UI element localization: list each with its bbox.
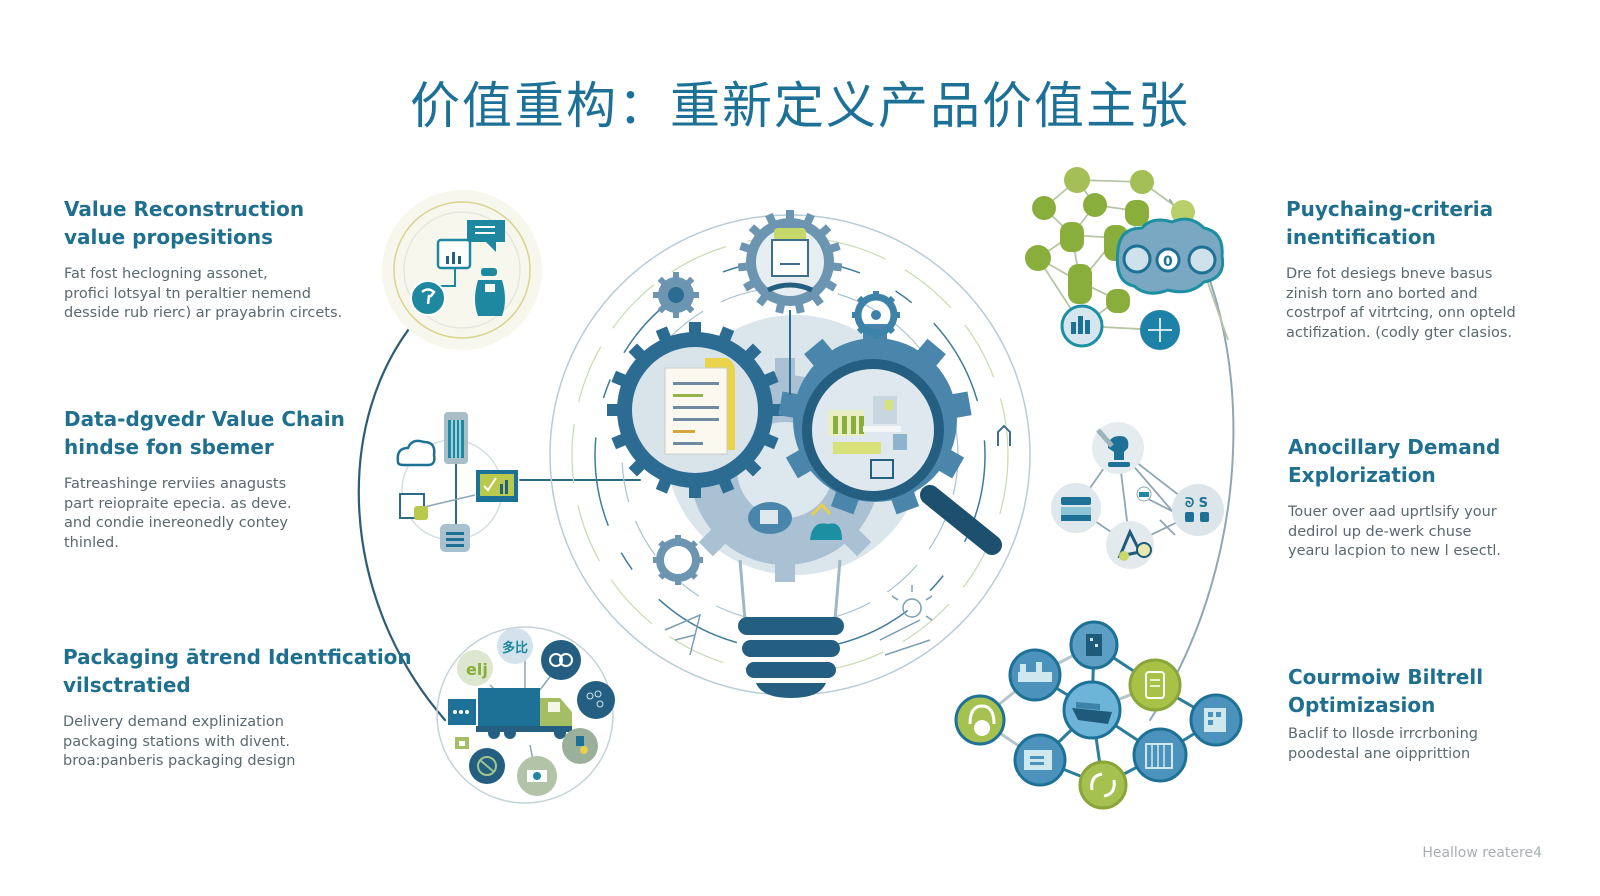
small-gear-icon <box>653 272 699 318</box>
top-gear-icon <box>737 210 843 314</box>
cost-optimization-network-icon <box>954 620 1243 810</box>
svg-text:多比: 多比 <box>502 640 528 656</box>
ship-icon <box>1062 680 1122 740</box>
packaging-cluster-icon: elj 多比 <box>436 626 615 804</box>
basket-icon: ᘐ S <box>1172 484 1224 536</box>
document-gear-icon <box>607 322 783 498</box>
delivery-truck-icon <box>448 688 572 739</box>
small-gear-icon <box>852 291 900 339</box>
network-badge-icon: 多比 <box>497 628 533 664</box>
cloud-icon <box>748 502 842 540</box>
lamp-icon <box>1092 422 1144 474</box>
chart-monitor-icon <box>476 470 518 502</box>
office-building-icon <box>1189 693 1243 747</box>
small-gear-icon <box>653 535 703 585</box>
city-icon <box>1132 727 1188 783</box>
phone-icon <box>410 280 446 316</box>
ancillary-demand-cluster-icon: ᘐ S <box>1051 422 1224 569</box>
footer-caption: Heallow reatere4 <box>1422 845 1542 861</box>
chat-bubble-icon <box>467 220 505 252</box>
value-cluster-icon <box>382 190 542 350</box>
glasses-icon <box>1106 521 1154 569</box>
data-chain-cluster-icon <box>396 412 518 552</box>
globe-icon <box>469 748 505 784</box>
building-icon <box>1069 620 1119 670</box>
recycle-icon <box>1078 760 1128 810</box>
purchasing-network-icon: 0 <box>1025 167 1229 350</box>
cloud-icon <box>396 439 436 467</box>
headset-icon <box>954 694 1006 746</box>
factory-icon <box>1008 648 1062 702</box>
jar-icon <box>475 268 505 316</box>
house-icon <box>997 424 1011 446</box>
server-icon <box>1013 733 1067 787</box>
recycle-icon <box>541 640 581 680</box>
box-icon <box>455 737 469 749</box>
chart-document-icon <box>436 238 472 270</box>
magnifier-icon <box>802 359 1002 555</box>
package-icon <box>517 756 557 796</box>
factory-icon <box>1060 304 1104 348</box>
box-icon <box>1051 483 1101 533</box>
page-title: 价值重构：重新定义产品价值主张 <box>410 77 1190 135</box>
pattern-icon <box>577 681 615 719</box>
database-icon <box>440 524 470 552</box>
svg-text:elj: elj <box>466 660 488 679</box>
svg-text:0: 0 <box>1163 254 1173 270</box>
svg-text:ᘐ S: ᘐ S <box>1185 496 1208 511</box>
document-icon <box>1128 658 1182 712</box>
leaf-icon: elj <box>457 650 493 686</box>
sketch-lines <box>664 585 933 656</box>
plant-icon <box>562 728 598 764</box>
plus-icon <box>1140 310 1180 350</box>
server-tower-icon <box>444 412 468 464</box>
calendar-icon <box>399 493 428 520</box>
brain-cloud-icon: 0 <box>1115 217 1225 295</box>
section-body: Fat fost heclogning assonet,profici lots… <box>64 266 343 321</box>
bag-icon <box>1136 486 1152 502</box>
lightbulb-icon <box>738 559 844 698</box>
